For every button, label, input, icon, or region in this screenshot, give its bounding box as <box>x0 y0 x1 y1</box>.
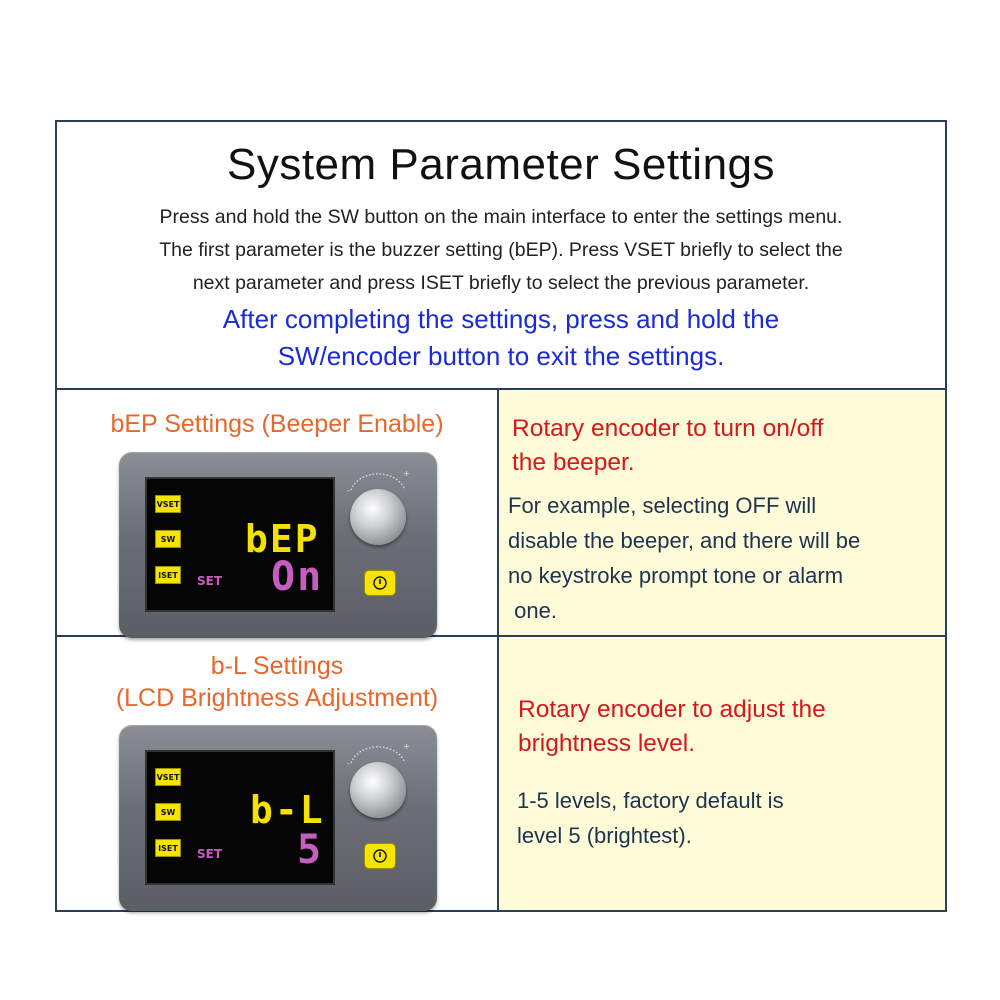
section1-title: bEP Settings (Beeper Enable) <box>110 410 444 438</box>
power-icon <box>373 849 387 863</box>
header-divider <box>55 388 947 390</box>
exit-line: SW/encoder button to exit the settings. <box>277 341 725 371</box>
intro-text: Press and hold the SW button on the main… <box>57 201 945 300</box>
lcd-screen: VSET SW ISET bEP On SET <box>145 477 335 612</box>
section-divider <box>55 635 947 637</box>
lcd-set-indicator: SET <box>197 574 223 588</box>
intro-line: Press and hold the SW button on the main… <box>159 206 843 228</box>
outer-frame <box>55 120 947 912</box>
section2-detail-text: 1-5 levels, factory default is level 5 (… <box>517 788 784 848</box>
section1-description-panel <box>499 391 945 636</box>
rotary-knob-icon[interactable] <box>350 489 406 545</box>
iset-button[interactable]: ISET <box>155 839 181 857</box>
iset-button[interactable]: ISET <box>155 566 181 584</box>
rotation-arc-icon: - + <box>347 742 410 767</box>
column-divider <box>497 389 499 912</box>
lcd-parameter-name: b-L <box>250 788 325 832</box>
section2-red-text: Rotary encoder to adjust the brightness … <box>518 696 826 757</box>
power-button[interactable] <box>364 570 396 596</box>
vset-button[interactable]: VSET <box>155 768 181 786</box>
svg-text:-: - <box>347 486 350 494</box>
lcd-screen: VSET SW ISET b-L 5 SET <box>145 750 335 885</box>
vset-button[interactable]: VSET <box>155 495 181 513</box>
device-bep: VSET SW ISET bEP On SET - + <box>119 452 437 638</box>
page-title: System Parameter Settings <box>226 140 776 189</box>
intro-line: next parameter and press ISET briefly to… <box>192 272 810 294</box>
lcd-parameter-value: 5 <box>297 827 324 873</box>
rotation-arc-icon: - + <box>347 469 410 494</box>
svg-text:+: + <box>403 742 410 751</box>
section1-detail-text: For example, selecting OFF will disable … <box>508 493 861 623</box>
section2-description-panel <box>499 638 945 910</box>
device-bl: VSET SW ISET b-L 5 SET - + <box>119 725 437 911</box>
intro-line: The first parameter is the buzzer settin… <box>159 239 843 261</box>
section1-red-text: Rotary encoder to turn on/off the beeper… <box>512 415 824 476</box>
rotary-knob-icon[interactable] <box>350 762 406 818</box>
sw-button[interactable]: SW <box>155 803 181 821</box>
section2-title: b-L Settings (LCD Brightness Adjustment) <box>115 652 439 712</box>
svg-text:+: + <box>403 469 410 478</box>
power-icon <box>373 576 387 590</box>
lcd-parameter-value: On <box>271 554 324 600</box>
sw-button[interactable]: SW <box>155 530 181 548</box>
exit-instructions: After completing the settings, press and… <box>57 301 945 375</box>
svg-text:-: - <box>347 759 350 767</box>
power-button[interactable] <box>364 843 396 869</box>
exit-line: After completing the settings, press and… <box>222 304 780 334</box>
lcd-set-indicator: SET <box>197 847 223 861</box>
lcd-parameter-name: bEP <box>245 517 320 561</box>
